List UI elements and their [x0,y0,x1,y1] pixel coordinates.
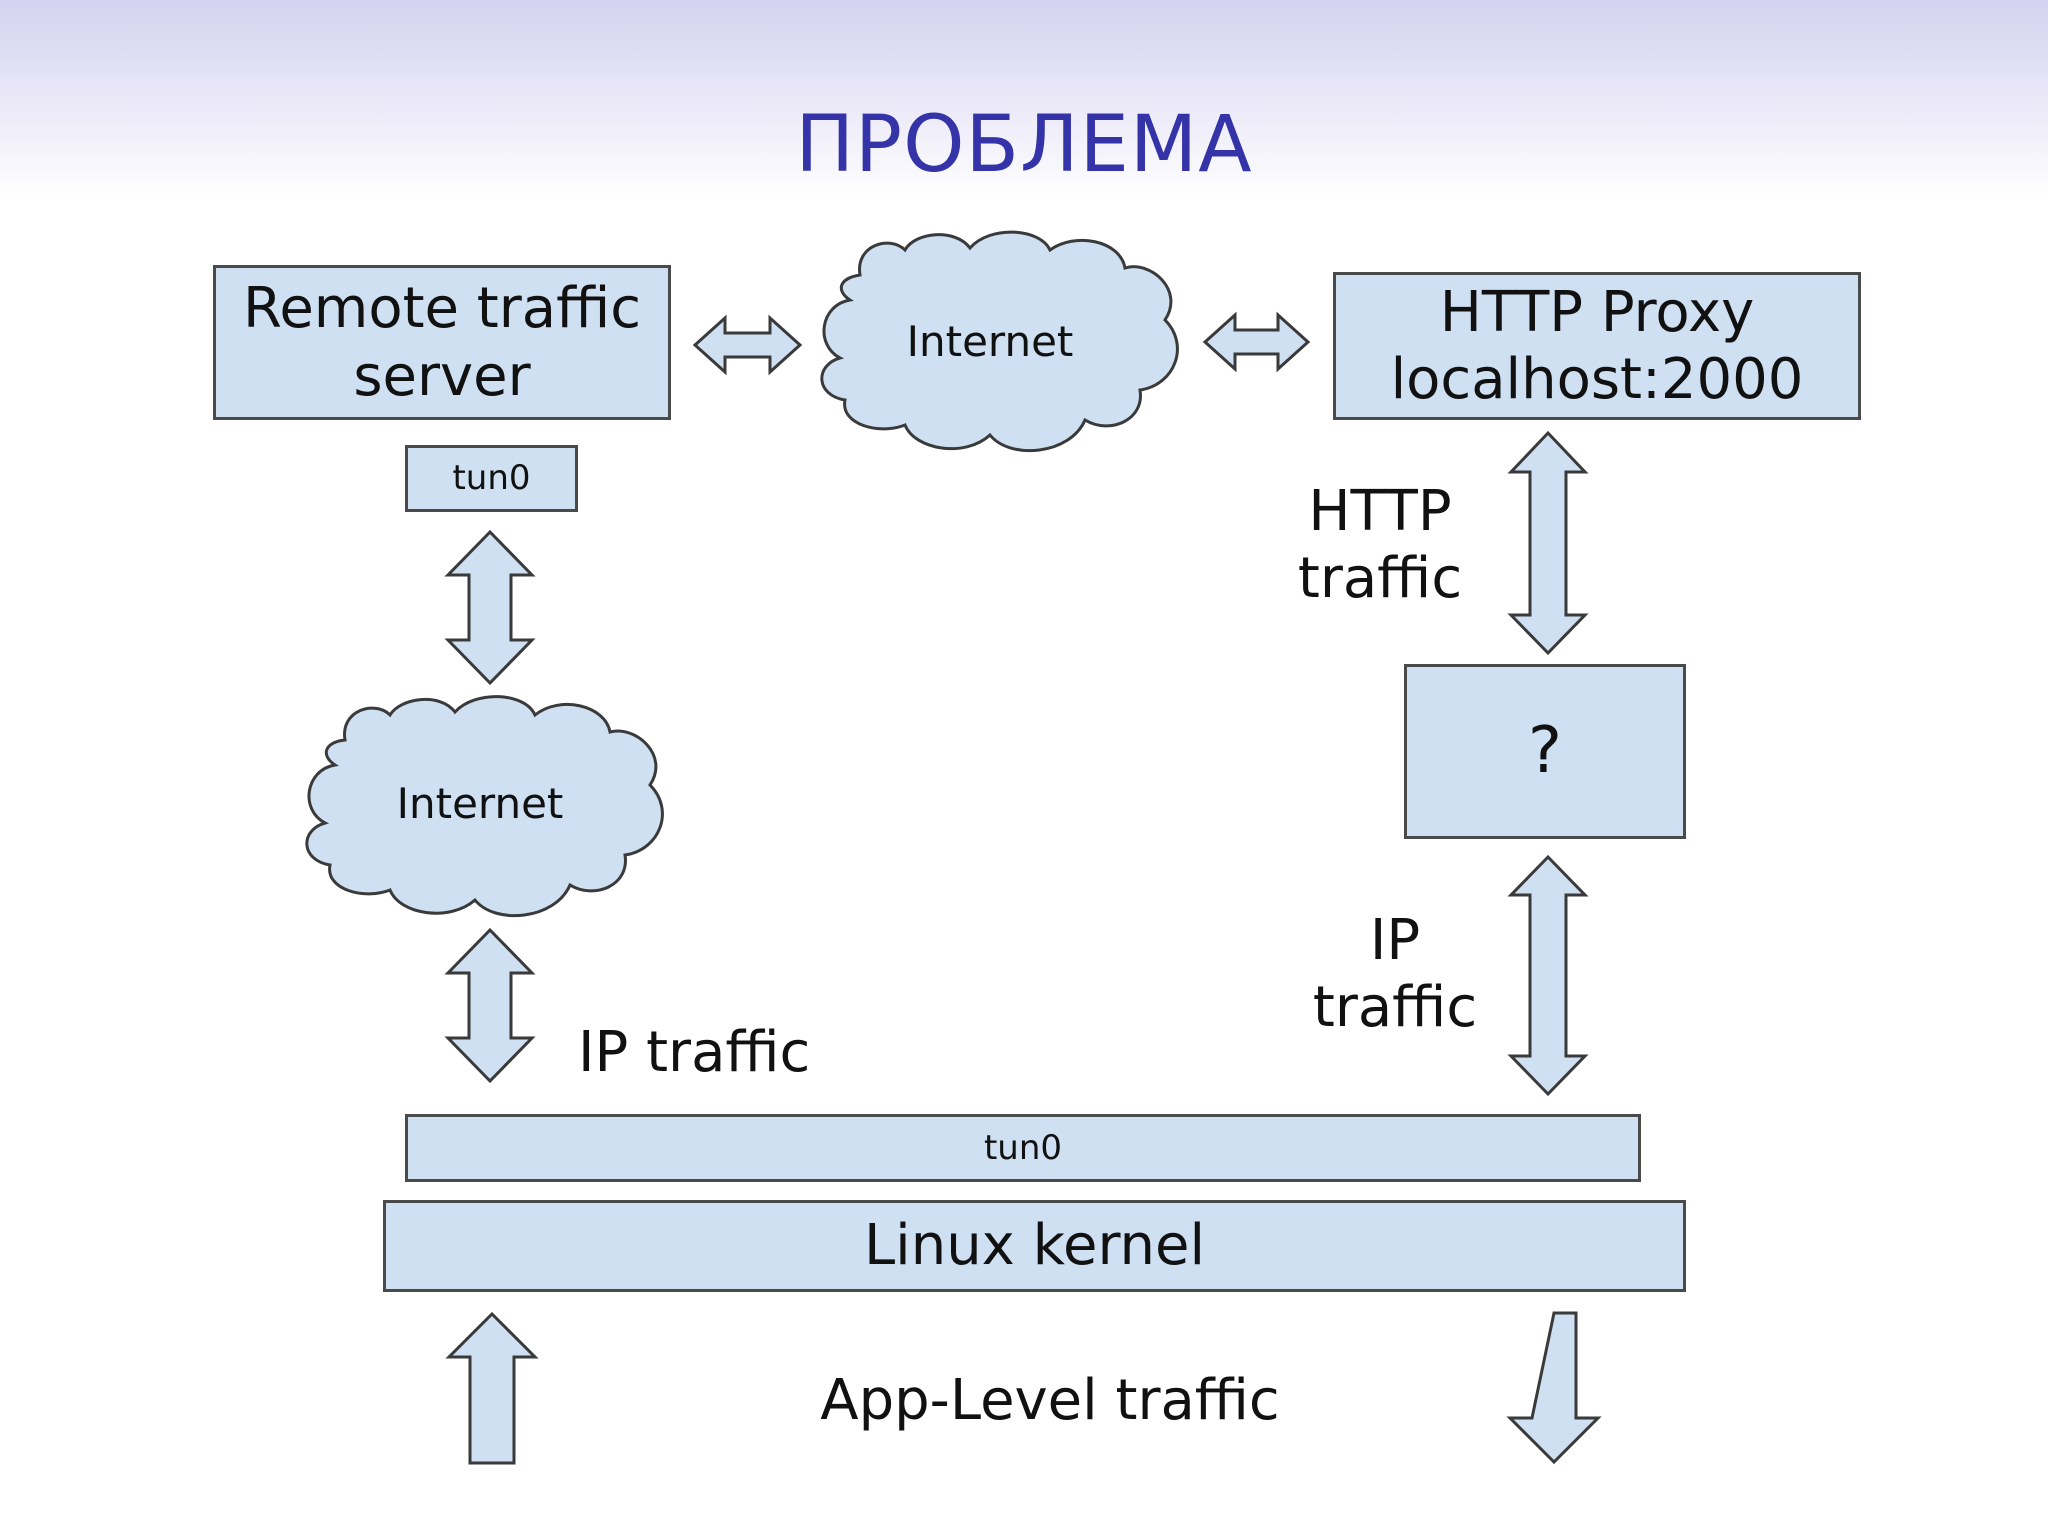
internet-cloud-left-label: Internet [396,779,564,828]
unknown-component-box: ? [1404,664,1686,839]
slide-title: ПРОБЛЕМА [795,100,1253,190]
internet-cloud-top [820,230,1179,453]
double-arrow-icon [1507,430,1589,656]
up-arrow-icon [445,1311,539,1465]
double-arrow-icon [692,314,803,376]
linux-kernel-bar: Linux kernel [383,1200,1686,1292]
internet-cloud-left [305,695,664,918]
app-level-traffic-label: App-Level traffic [820,1368,1280,1433]
double-arrow-icon [444,529,536,686]
remote-traffic-server-box: Remote traffic server [213,265,671,420]
double-arrow-icon [1507,854,1589,1097]
local-tun0-bar: tun0 [405,1114,1641,1182]
down-arrow-icon [1506,1311,1602,1465]
header-band [0,0,2048,200]
double-arrow-icon [444,927,536,1084]
http-traffic-label: HTTP traffic [1297,479,1463,612]
ip-traffic-right-label: IP traffic [1312,908,1478,1041]
remote-tun0-box: tun0 [405,445,578,512]
http-proxy-box: HTTP Proxy localhost:2000 [1333,272,1861,420]
double-arrow-icon [1202,311,1311,373]
ip-traffic-left-label: IP traffic [578,1020,811,1085]
internet-cloud-top-label: Internet [906,317,1074,366]
